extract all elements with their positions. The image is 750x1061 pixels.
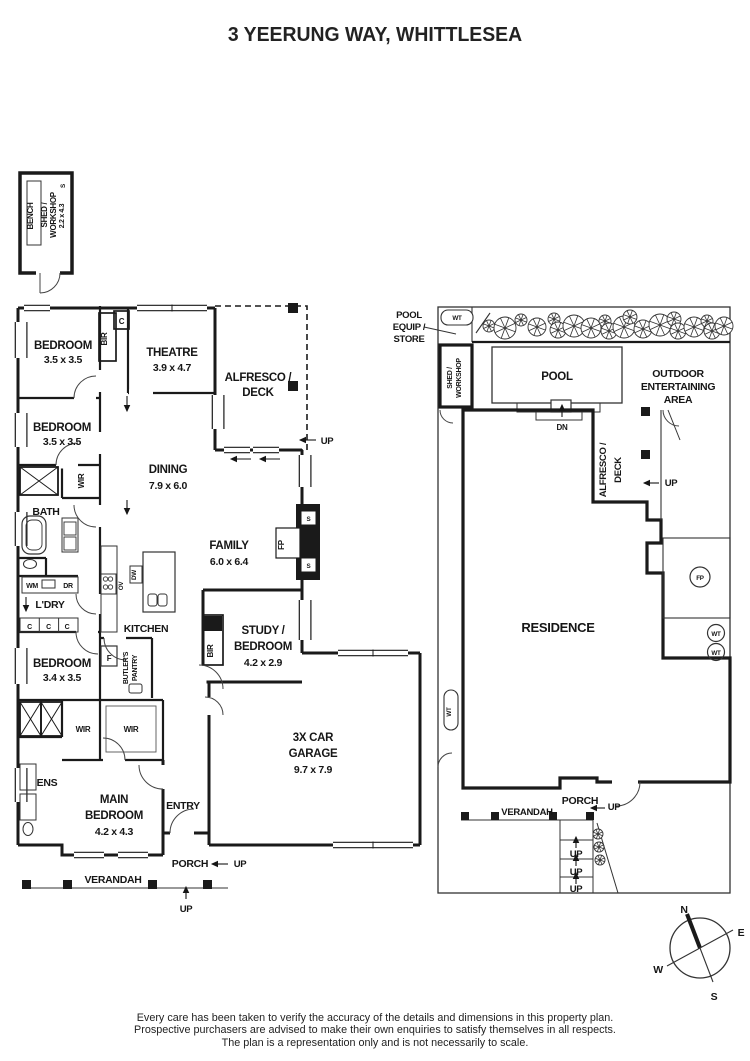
site-pool-equip-2: EQUIP / (393, 322, 426, 333)
c-label-2: C (27, 624, 32, 631)
disclaimer-line-2: Prospective purchasers are advised to ma… (134, 1024, 616, 1037)
plan-geometry (14, 171, 734, 983)
room-label-study-2: BEDROOM (234, 641, 292, 653)
site-alfresco-2: DECK (613, 457, 624, 483)
c-label-3: C (46, 624, 51, 631)
site-outdoor-1: OUTDOOR (652, 368, 704, 380)
bir-label-1: BIR (100, 332, 109, 345)
site-up-stair-1: UP (570, 849, 584, 860)
plan-labels: BENCH SHED / WORKSHOP 2.2 x 4.3 S BEDROO… (26, 184, 745, 1003)
room-label-main-2: BEDROOM (85, 810, 143, 822)
dims-bedroom2: 3.5 x 3.5 (43, 436, 82, 448)
site-up-stair-3: UP (570, 884, 584, 895)
room-label-kitchen: KITCHEN (124, 623, 169, 635)
shed-dims: 2.2 x 4.3 (59, 203, 66, 228)
site-up-porch: UP (608, 802, 622, 813)
butlers-label-2: PANTRY (132, 654, 139, 681)
room-label-ens: ENS (37, 777, 58, 789)
disclaimer-line-1: Every care has been taken to verify the … (136, 1012, 614, 1024)
dr-label: DR (63, 583, 73, 590)
compass-n: N (680, 904, 687, 916)
room-label-bedroom3: BEDROOM (33, 658, 91, 670)
site-up-stair-2: UP (570, 867, 584, 878)
dims-family: 6.0 x 6.4 (210, 556, 249, 568)
room-label-verandah: VERANDAH (84, 874, 141, 886)
site-wt-top: WT (452, 315, 462, 322)
s-label-2: S (307, 563, 311, 570)
room-label-main-1: MAIN (100, 794, 128, 806)
site-up-alfresco: UP (665, 478, 679, 489)
ov-label: OV (118, 581, 125, 591)
site-shed-2: WORKSHOP (456, 358, 463, 398)
site-porch-label: PORCH (562, 795, 598, 807)
f-label: F (107, 654, 112, 663)
c-label-4: C (65, 624, 70, 631)
room-label-alfresco-1: ALFRESCO / (225, 372, 293, 384)
disclaimer: Every care has been taken to verify the … (0, 1012, 750, 1049)
shed-bench-label: BENCH (26, 202, 35, 229)
room-label-alfresco-2: DECK (242, 387, 274, 399)
site-alfresco-1: ALFRESCO / (598, 442, 609, 497)
disclaimer-line-3: The plan is a representation only and is… (221, 1036, 529, 1049)
shed-label-2: WORKSHOP (49, 191, 58, 238)
site-fp-label: FP (696, 575, 704, 582)
shed-s-label: S (60, 184, 67, 188)
site-dn-label: DN (557, 423, 568, 432)
room-label-family: FAMILY (209, 540, 249, 552)
room-label-bedroom1: BEDROOM (34, 340, 92, 352)
site-wt-left: WT (446, 707, 453, 717)
room-label-garage-1: 3X CAR (293, 732, 334, 744)
site-verandah-label: VERANDAH (501, 807, 553, 818)
up-label-alfresco: UP (321, 436, 335, 447)
room-label-garage-2: GARAGE (289, 748, 338, 760)
wir-label-3: WIR (124, 725, 139, 734)
page-title: 3 YEERUNG WAY, WHITTLESEA (227, 24, 523, 46)
dims-main-bedroom: 4.2 x 4.3 (95, 826, 134, 838)
site-pool-equip-1: POOL (396, 310, 422, 321)
dims-study: 4.2 x 2.9 (244, 657, 283, 669)
room-label-study-1: STUDY / (241, 625, 285, 637)
room-label-bedroom2: BEDROOM (33, 422, 91, 434)
site-outdoor-3: AREA (664, 394, 693, 406)
dims-garage: 9.7 x 7.9 (294, 764, 333, 776)
compass-e: E (738, 927, 745, 939)
site-pool-equip-3: STORE (393, 334, 424, 345)
dw-label: DW (131, 570, 138, 580)
compass-w: W (653, 964, 663, 976)
site-residence-label: RESIDENCE (521, 620, 595, 635)
up-label-porch: UP (234, 859, 248, 870)
shed-label-1: SHED / (40, 201, 49, 227)
room-label-porch: PORCH (172, 858, 208, 870)
s-label-1: S (307, 516, 311, 523)
wir-label-1: WIR (77, 473, 86, 488)
site-shed-1: SHED / (447, 367, 454, 389)
compass-s: S (711, 991, 718, 1003)
dims-dining: 7.9 x 6.0 (149, 480, 188, 492)
room-label-laundry: L'DRY (35, 599, 64, 611)
c-label-1: C (119, 317, 125, 326)
room-label-dining: DINING (149, 464, 188, 476)
butlers-label-1: BUTLER'S (123, 651, 130, 684)
site-outdoor-2: ENTERTAINING (641, 381, 716, 393)
fp-label: FP (277, 539, 286, 550)
dims-theatre: 3.9 x 4.7 (153, 362, 192, 374)
site-wt-1: WT (711, 631, 721, 638)
wir-label-2: WIR (76, 725, 91, 734)
bir-label-2: BIR (206, 644, 215, 657)
site-pool-label: POOL (541, 371, 573, 383)
up-label-front: UP (180, 904, 194, 915)
dims-bedroom3: 3.4 x 3.5 (43, 672, 82, 684)
room-label-bath: BATH (32, 506, 59, 518)
dims-bedroom1: 3.5 x 3.5 (44, 354, 83, 366)
room-label-theatre: THEATRE (146, 347, 198, 359)
wm-label: WM (26, 583, 38, 590)
room-label-entry: ENTRY (166, 800, 200, 812)
site-wt-2: WT (711, 650, 721, 657)
